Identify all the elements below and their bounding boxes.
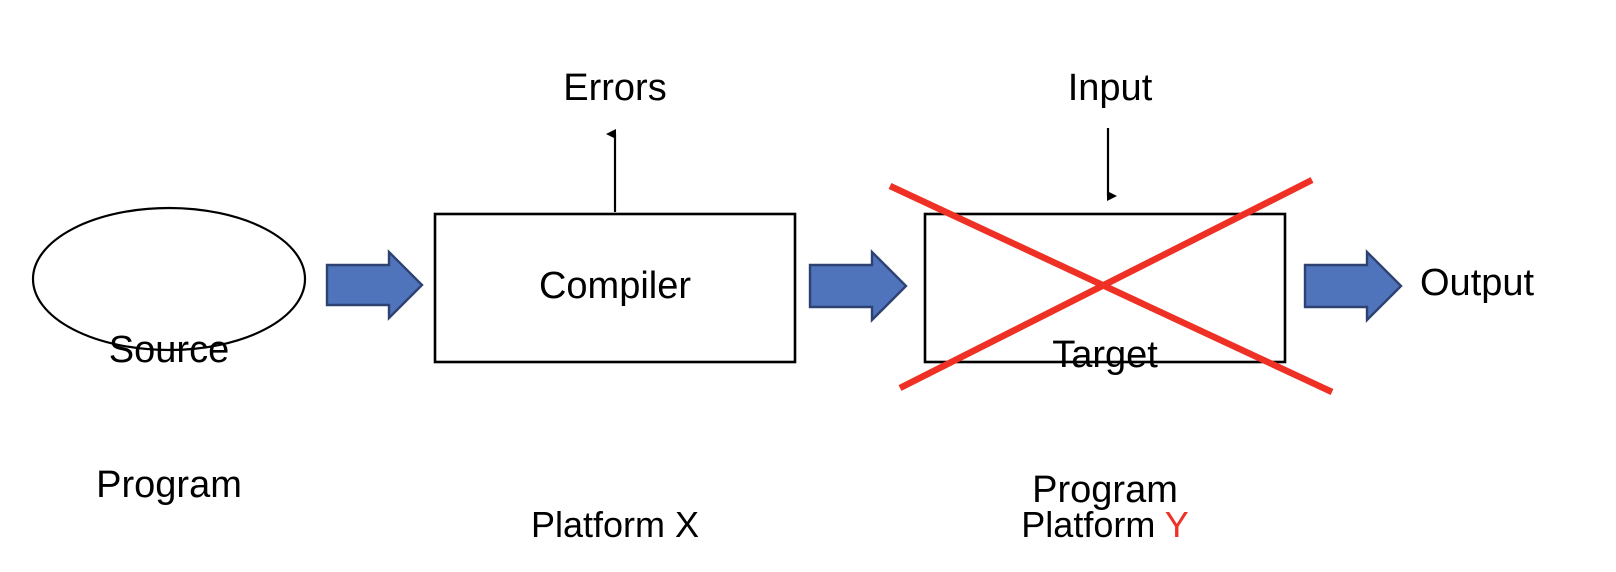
errors-label: Errors: [563, 67, 667, 109]
arrow-source-to-compiler: [325, 249, 424, 321]
target-program-line-2: Program: [1032, 469, 1178, 511]
source-program-line-2: Program: [96, 464, 242, 506]
output-label: Output: [1420, 262, 1535, 304]
arrow-compiler-to-target: [808, 249, 908, 323]
source-program-label: Source Program: [33, 238, 305, 572]
compiler-label: Compiler: [538, 265, 692, 307]
platform-y-name: Y: [1164, 504, 1189, 545]
platform-y-line: Platform Y: [945, 494, 1265, 556]
platform-x-name: X: [675, 504, 700, 545]
target-program-label: Target Program: [925, 243, 1285, 572]
red-cross-stroke-ascending: [898, 177, 1314, 391]
red-cross-stroke-descending: [888, 183, 1334, 395]
compiler-box[interactable]: [433, 212, 797, 364]
platform-y-caption: Platform Y Windows: [945, 370, 1265, 572]
target-program-line-1: Target: [1052, 334, 1158, 376]
platform-x-caption: Platform X Linux: [455, 370, 775, 572]
platform-y-prefix: Platform: [1021, 504, 1165, 545]
input-label: Input: [1067, 67, 1153, 109]
source-program-ellipse[interactable]: [31, 206, 307, 352]
arrow-target-to-output: [1303, 249, 1403, 323]
platform-x-line: Platform X: [455, 494, 775, 556]
platform-x-prefix: Platform: [530, 504, 676, 545]
red-cross-out-annotation: [888, 177, 1334, 395]
source-program-line-1: Source: [108, 329, 230, 371]
